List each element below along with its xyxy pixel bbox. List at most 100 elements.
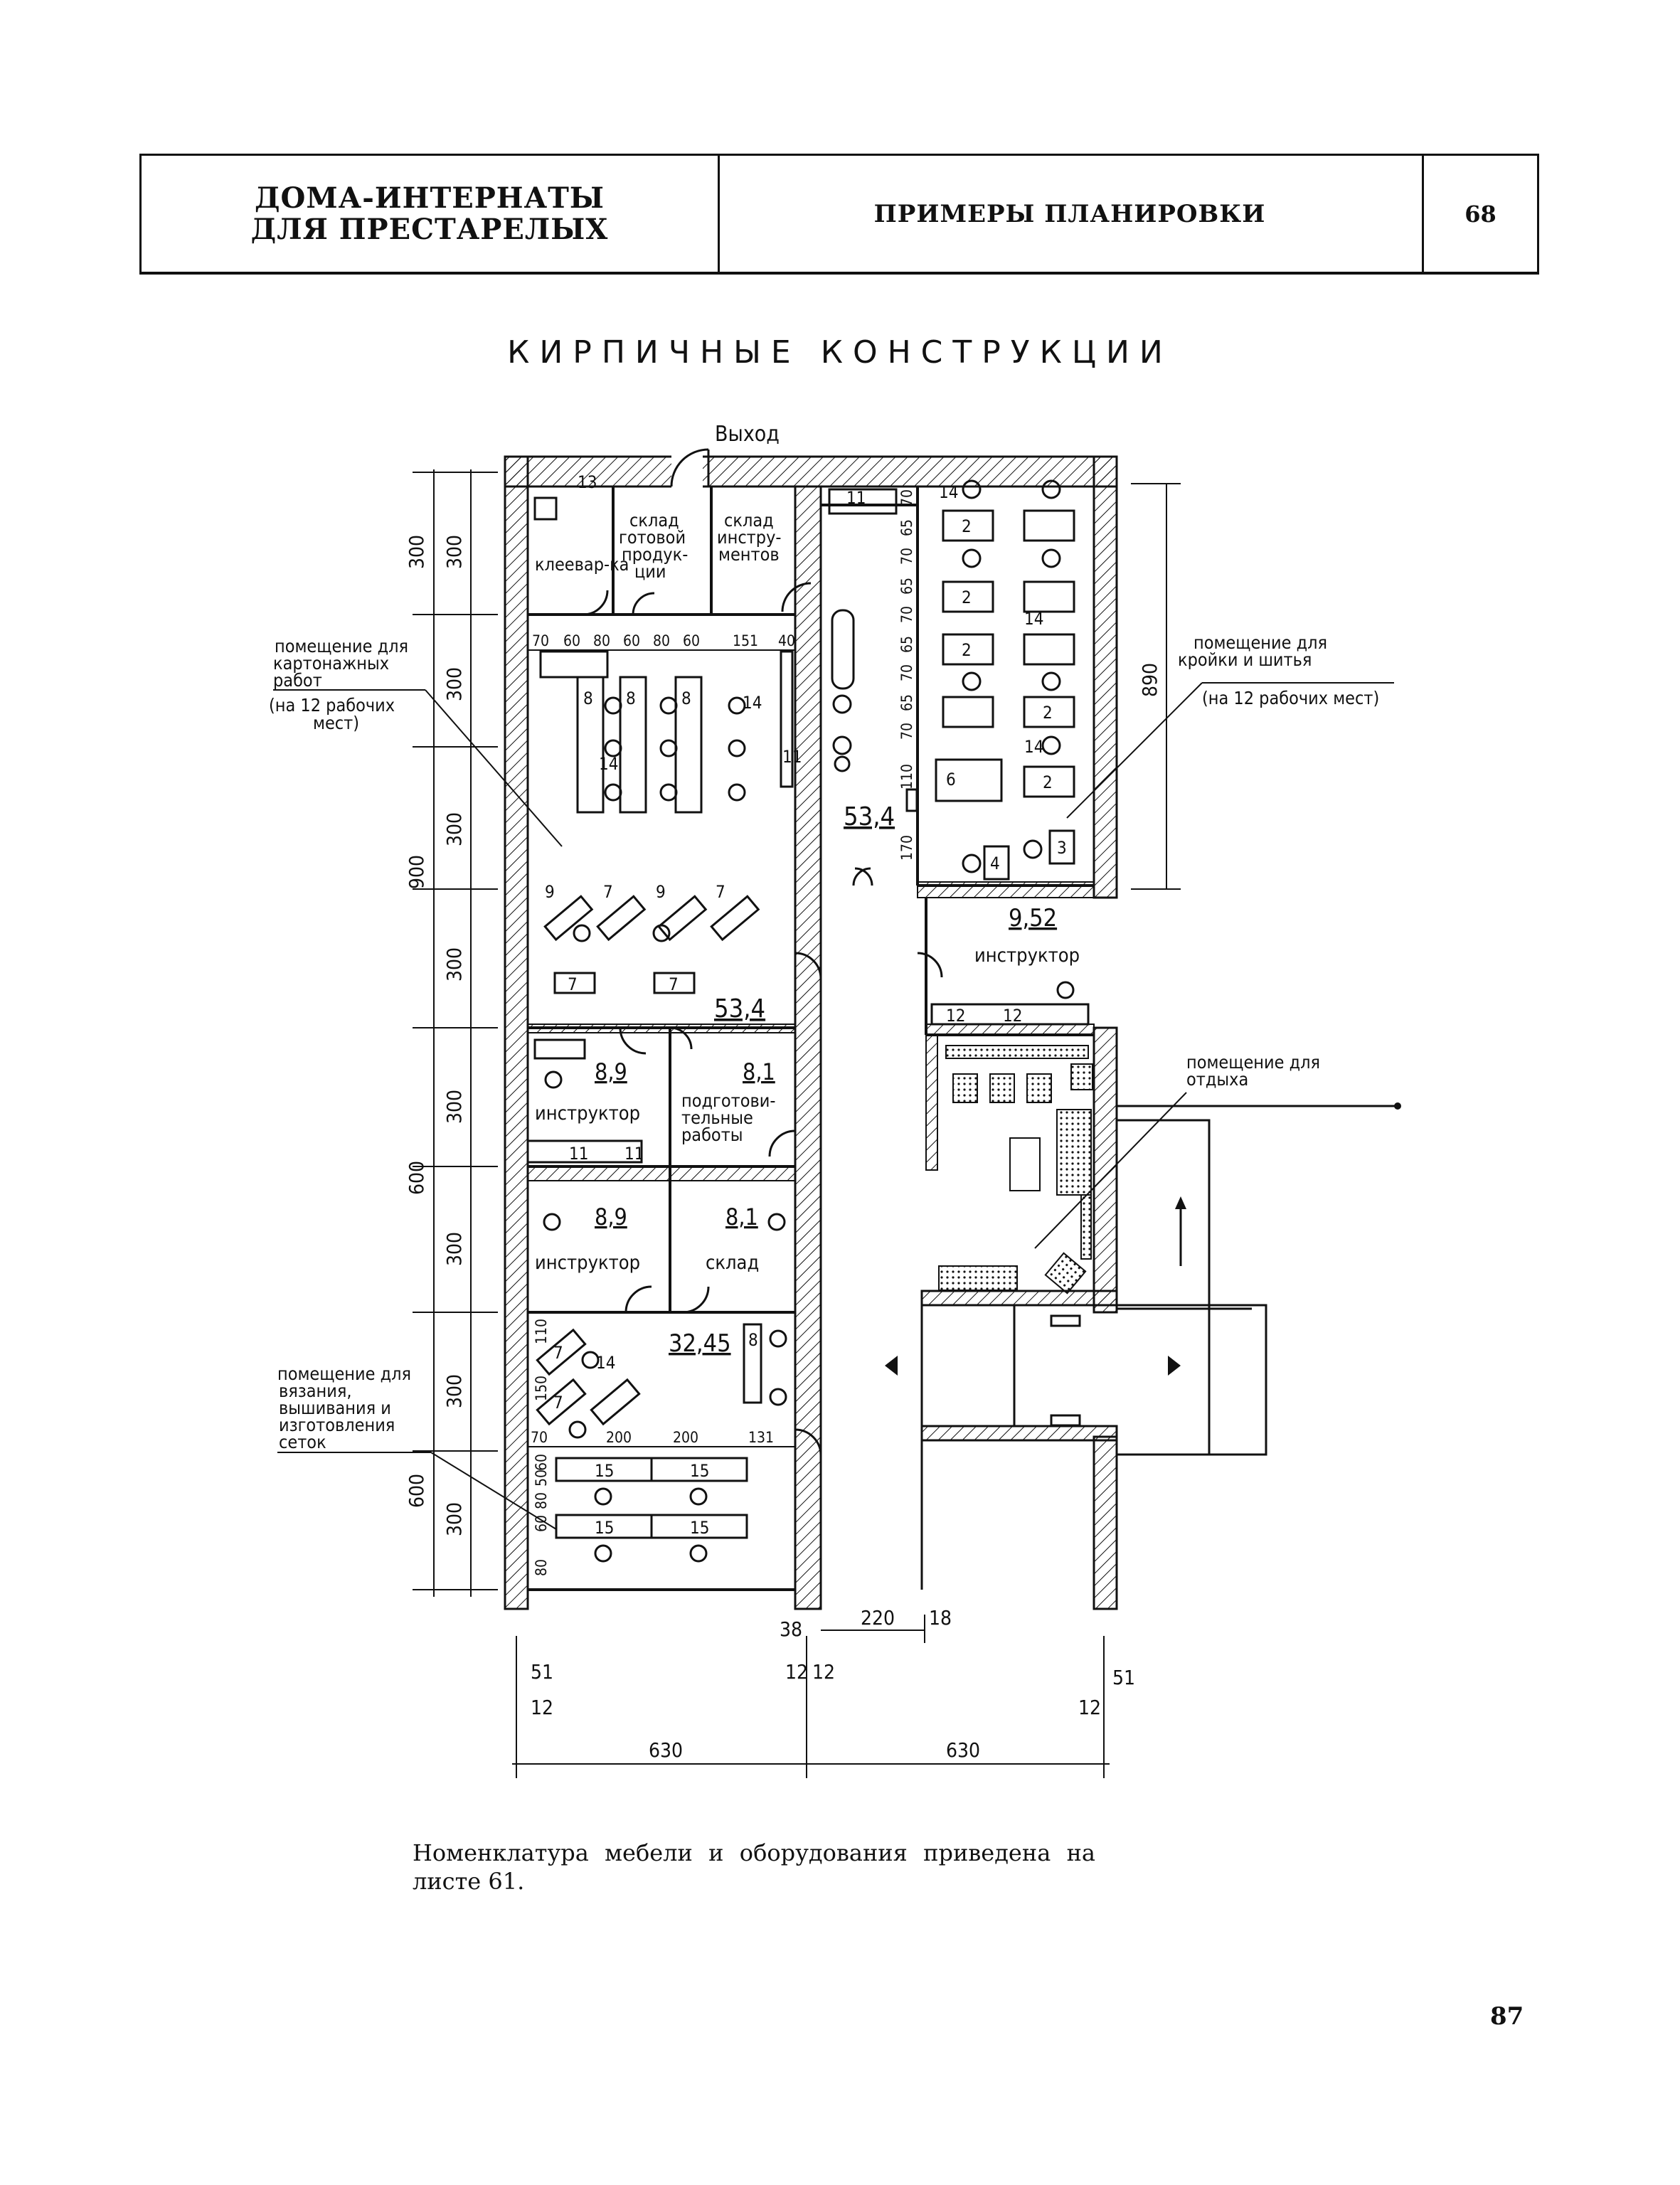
room-sklad-instr-2: инстру- — [717, 527, 782, 548]
mark-15: 15 — [690, 1461, 709, 1481]
dim-890: 890 — [1138, 663, 1161, 697]
band-3 — [917, 881, 1095, 898]
furniture-note: Номенклатура мебели и оборудования приве… — [413, 1839, 1095, 1895]
door-swings — [583, 582, 943, 1456]
flow-arrow-head — [1175, 1196, 1186, 1209]
instr-left1-area: 8,9 — [595, 1058, 627, 1085]
dim-12: 12 — [785, 1660, 808, 1684]
dimension-lines — [413, 469, 1181, 1778]
mark-15: 15 — [595, 1461, 614, 1481]
series-title: ДОМА-ИНТЕРНАТЫ ДЛЯ ПРЕСТАРЕЛЫХ — [250, 182, 609, 246]
mark-15: 15 — [595, 1518, 614, 1538]
dim-900: 900 — [405, 855, 428, 889]
callout-kroyka-2: кройки и шитья — [1178, 649, 1312, 670]
dim-151: 151 — [733, 632, 758, 649]
room-sklad-instr-1: склад — [724, 510, 774, 531]
podgot-3: работы — [681, 1125, 743, 1145]
mark-12: 12 — [1003, 1006, 1022, 1026]
mark-4: 4 — [990, 854, 1000, 873]
dim-80: 80 — [533, 1559, 550, 1576]
dim-131: 131 — [748, 1429, 774, 1446]
dim-300: 300 — [442, 1502, 466, 1536]
dim-70: 70 — [898, 548, 915, 565]
mark-8: 8 — [583, 689, 593, 708]
band-2 — [527, 1166, 796, 1181]
exit-label: Выход — [715, 422, 780, 447]
outer-walls — [504, 455, 1118, 1610]
mark-14: 14 — [743, 693, 762, 713]
podgot-area: 8,1 — [743, 1058, 775, 1085]
band-1 — [527, 1024, 796, 1033]
mark-8: 8 — [681, 689, 691, 708]
dim-600: 600 — [405, 1161, 428, 1195]
dim-300: 300 — [442, 812, 466, 846]
dim-40: 40 — [778, 632, 795, 649]
sklad-area: 8,1 — [725, 1203, 758, 1230]
room-sklad-gotovoy-2: готовой — [619, 527, 686, 548]
callout-otdykh-1: помещение для — [1186, 1052, 1320, 1073]
dim-65: 65 — [898, 694, 915, 711]
callout-vyaz-2: вязания, — [279, 1381, 352, 1401]
dim-60: 60 — [683, 632, 700, 649]
dim-70: 70 — [898, 606, 915, 623]
dim-70: 70 — [898, 489, 915, 506]
mark-2: 2 — [1043, 772, 1053, 792]
dim-600: 600 — [405, 1474, 428, 1508]
sheet-number-cell: 68 — [1422, 156, 1539, 272]
callout-otdykh-2: отдыха — [1186, 1069, 1248, 1090]
mark-11: 11 — [782, 747, 802, 767]
mark-8: 8 — [748, 1330, 758, 1350]
instr-top-right-label: инструктор — [974, 945, 1080, 967]
dim-110: 110 — [533, 1319, 550, 1344]
instr-left1-label: инструктор — [535, 1102, 640, 1125]
entry-arrow-right — [1168, 1356, 1181, 1376]
dim-60: 60 — [533, 1454, 550, 1471]
dim-65: 65 — [898, 578, 915, 595]
mark-7: 7 — [669, 974, 679, 994]
dim-12: 12 — [1078, 1696, 1101, 1719]
rest-furniture — [938, 1045, 1093, 1294]
dim-200: 200 — [673, 1429, 698, 1446]
series-title-line2: ДЛЯ ПРЕСТАРЕЛЫХ — [250, 212, 609, 246]
exit-gap — [671, 454, 703, 489]
wall-right-middle — [1092, 1026, 1118, 1314]
dim-70: 70 — [532, 632, 549, 649]
mark-3: 3 — [1057, 838, 1067, 858]
dim-70: 70 — [531, 1429, 548, 1446]
dim-51: 51 — [531, 1660, 553, 1684]
instructor-furniture — [526, 981, 1090, 1231]
callout-kartonazh-3: работ — [273, 670, 322, 691]
callouts: помещение для картонажных работ (на 12 р… — [269, 632, 1394, 1530]
plan-title: КИРПИЧНЫЕ КОНСТРУКЦИИ — [507, 334, 1173, 371]
mark-11: 11 — [846, 488, 866, 508]
series-title-cell: ДОМА-ИНТЕРНАТЫ ДЛЯ ПРЕСТАРЕЛЫХ — [142, 156, 720, 272]
callout-kroyka-1: помещение для — [1193, 632, 1327, 653]
dim-170: 170 — [898, 835, 915, 861]
cardboard-inner-dims: 70 60 80 60 80 60 151 40 — [528, 632, 795, 651]
instr-left2-area: 8,9 — [595, 1203, 627, 1230]
callout-vyaz-3: вышивания и — [279, 1398, 391, 1418]
room-labels: клеевар-ка склад готовой продук- ции скл… — [535, 510, 1080, 1358]
kartonazh-area: 53,4 — [714, 994, 765, 1024]
dim-80: 80 — [533, 1492, 550, 1509]
vestibule — [920, 1119, 1267, 1590]
dim-200: 200 — [606, 1429, 632, 1446]
dim-300: 300 — [405, 535, 428, 569]
dim-65: 65 — [898, 519, 915, 536]
dim-60: 60 — [533, 1515, 550, 1532]
wall-right-lower — [1092, 1435, 1118, 1610]
mark-12: 12 — [946, 1006, 965, 1026]
callout-kroyka-3: (на 12 рабочих мест) — [1202, 688, 1379, 708]
entry-arrow-left — [885, 1356, 898, 1376]
podgot-2: тельные — [681, 1107, 753, 1128]
room-klevarka: клеевар-ка — [535, 554, 629, 575]
room-sklad-gotovoy-1: склад — [629, 510, 679, 531]
vyazanie-area: 32,45 — [669, 1329, 731, 1358]
callout-kartonazh-2: картонажных — [273, 653, 389, 674]
header-frame: ДОМА-ИНТЕРНАТЫ ДЛЯ ПРЕСТАРЕЛЫХ ПРИМЕРЫ П… — [139, 154, 1539, 275]
mark-2: 2 — [1043, 703, 1053, 723]
mark-2: 2 — [962, 640, 972, 660]
mark-2: 2 — [962, 588, 972, 607]
dim-12: 12 — [812, 1660, 835, 1684]
